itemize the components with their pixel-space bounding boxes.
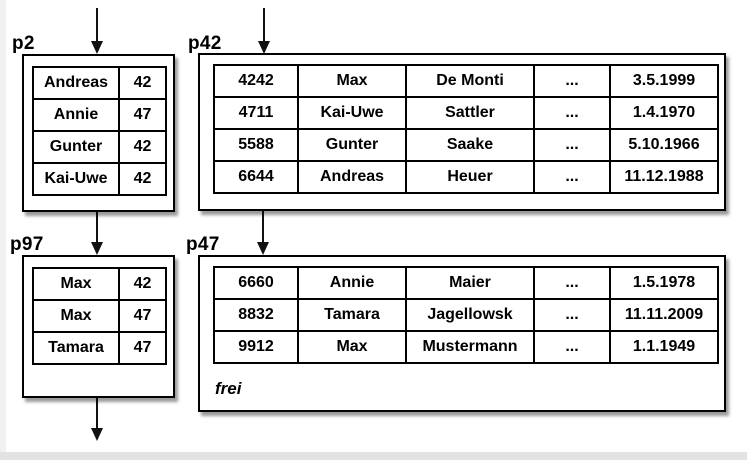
arrowhead-icon xyxy=(91,242,103,255)
key-cell: Max xyxy=(32,267,120,301)
arrowhead-icon xyxy=(91,428,103,441)
table-row: Kai-Uwe 42 xyxy=(32,162,167,196)
page-table-p97: Max 42 Max 47 Tamara 47 xyxy=(32,267,167,365)
id-cell: 8832 xyxy=(213,298,299,332)
id-cell: 4711 xyxy=(213,96,299,130)
date-cell: 5.10.1966 xyxy=(609,128,719,162)
lastname-cell: Jagellowsk xyxy=(405,298,535,332)
lastname-cell: Heuer xyxy=(405,160,535,194)
key-cell: Andreas xyxy=(32,66,120,100)
table-row: Max 42 xyxy=(32,267,167,301)
date-cell: 1.4.1970 xyxy=(609,96,719,130)
free-space-label: frei xyxy=(215,379,242,398)
lastname-cell: Maier xyxy=(405,266,535,300)
firstname-cell: Max xyxy=(297,330,407,364)
page-ref-cell: 42 xyxy=(118,162,167,196)
table-row: Annie 47 xyxy=(32,98,167,132)
arrow-shaft xyxy=(263,8,265,42)
ellipsis-cell: ... xyxy=(533,266,611,300)
id-cell: 6644 xyxy=(213,160,299,194)
ellipsis-cell: ... xyxy=(533,298,611,332)
page-label-p2: p2 xyxy=(12,33,35,54)
page-ref-cell: 42 xyxy=(118,267,167,301)
ellipsis-cell: ... xyxy=(533,128,611,162)
table-row: 4242 Max De Monti ... 3.5.1999 xyxy=(213,64,719,98)
page-table-p47: 6660 Annie Maier ... 1.5.1978 8832 Tamar… xyxy=(213,266,719,364)
date-cell: 1.1.1949 xyxy=(609,330,719,364)
page-table-p42: 4242 Max De Monti ... 3.5.1999 4711 Kai-… xyxy=(213,64,719,194)
firstname-cell: Gunter xyxy=(297,128,407,162)
key-cell: Gunter xyxy=(32,130,120,164)
table-row: Gunter 42 xyxy=(32,130,167,164)
key-cell: Tamara xyxy=(32,331,120,365)
page-label-p42: p42 xyxy=(188,33,222,54)
arrow-shaft xyxy=(262,211,264,243)
ellipsis-cell: ... xyxy=(533,160,611,194)
lastname-cell: Saake xyxy=(405,128,535,162)
lastname-cell: De Monti xyxy=(405,64,535,98)
firstname-cell: Annie xyxy=(297,266,407,300)
arrow-top-into-p2 xyxy=(91,8,103,54)
firstname-cell: Max xyxy=(297,64,407,98)
ellipsis-cell: ... xyxy=(533,64,611,98)
arrow-shaft xyxy=(96,8,98,42)
table-row: 6644 Andreas Heuer ... 11.12.1988 xyxy=(213,160,719,194)
ellipsis-cell: ... xyxy=(533,330,611,364)
arrow-p2-to-p97 xyxy=(91,212,103,255)
page-label-p47: p47 xyxy=(186,234,220,255)
table-row: 4711 Kai-Uwe Sattler ... 1.4.1970 xyxy=(213,96,719,130)
date-cell: 11.11.2009 xyxy=(609,298,719,332)
table-row: Tamara 47 xyxy=(32,331,167,365)
firstname-cell: Kai-Uwe xyxy=(297,96,407,130)
firstname-cell: Andreas xyxy=(297,160,407,194)
page-ref-cell: 47 xyxy=(118,299,167,333)
page-ref-cell: 42 xyxy=(118,130,167,164)
arrow-shaft xyxy=(96,212,98,243)
left-edge-strip xyxy=(0,0,6,460)
date-cell: 11.12.1988 xyxy=(609,160,719,194)
lastname-cell: Sattler xyxy=(405,96,535,130)
firstname-cell: Tamara xyxy=(297,298,407,332)
arrowhead-icon xyxy=(91,41,103,54)
ellipsis-cell: ... xyxy=(533,96,611,130)
page-ref-cell: 47 xyxy=(118,98,167,132)
date-cell: 3.5.1999 xyxy=(609,64,719,98)
table-row: Max 47 xyxy=(32,299,167,333)
table-row: 6660 Annie Maier ... 1.5.1978 xyxy=(213,266,719,300)
table-row: 8832 Tamara Jagellowsk ... 11.11.2009 xyxy=(213,298,719,332)
key-cell: Max xyxy=(32,299,120,333)
page-ref-cell: 42 xyxy=(118,66,167,100)
arrow-top-into-p42 xyxy=(258,8,270,54)
key-cell: Annie xyxy=(32,98,120,132)
table-row: 5588 Gunter Saake ... 5.10.1966 xyxy=(213,128,719,162)
key-cell: Kai-Uwe xyxy=(32,162,120,196)
lastname-cell: Mustermann xyxy=(405,330,535,364)
id-cell: 4242 xyxy=(213,64,299,98)
id-cell: 6660 xyxy=(213,266,299,300)
table-row: Andreas 42 xyxy=(32,66,167,100)
page-ref-cell: 47 xyxy=(118,331,167,365)
arrow-p97-down xyxy=(91,398,103,441)
id-cell: 9912 xyxy=(213,330,299,364)
arrow-shaft xyxy=(96,398,98,429)
page-label-p97: p97 xyxy=(10,234,44,255)
bottom-edge-strip xyxy=(0,452,747,460)
id-cell: 5588 xyxy=(213,128,299,162)
page-table-p2: Andreas 42 Annie 47 Gunter 42 Kai-Uwe 42 xyxy=(32,66,167,196)
arrowhead-icon xyxy=(258,41,270,54)
table-row: 9912 Max Mustermann ... 1.1.1949 xyxy=(213,330,719,364)
arrow-p42-to-p47 xyxy=(257,211,269,255)
arrowhead-icon xyxy=(257,242,269,255)
date-cell: 1.5.1978 xyxy=(609,266,719,300)
